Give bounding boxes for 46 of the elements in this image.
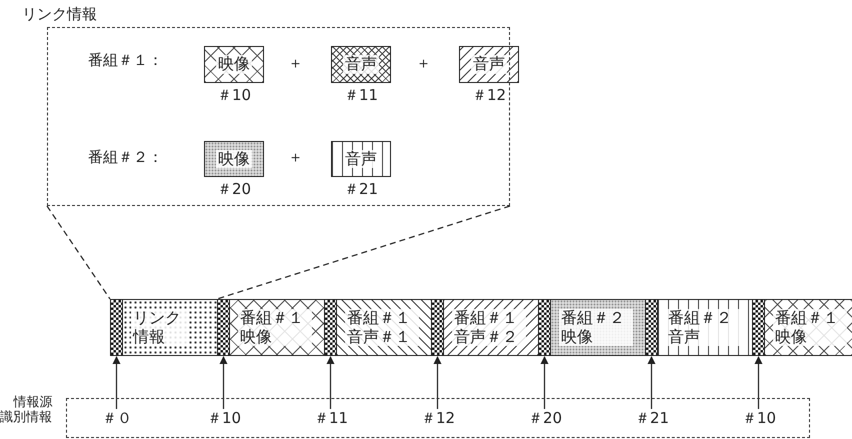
header-block	[217, 299, 230, 356]
stream-segment: 番組＃２音声	[658, 299, 752, 356]
header-block	[431, 299, 444, 356]
id-label: ＃21	[634, 409, 670, 429]
id-number: ＃10	[216, 86, 252, 105]
header-block	[538, 299, 551, 356]
content-box: 映像	[204, 141, 264, 177]
leader-line	[46, 206, 110, 300]
id-number: ＃20	[216, 180, 252, 199]
header-block	[752, 299, 765, 356]
id-number: ＃12	[470, 86, 508, 105]
plus-sign: ＋	[416, 54, 431, 73]
stream-segment: リンク情報	[123, 299, 217, 356]
stream-segment: 番組＃１映像	[230, 299, 324, 356]
stream-segment: 番組＃１映像	[765, 299, 852, 356]
arrow	[540, 356, 548, 409]
content-box: 音声	[331, 141, 391, 177]
id-label: ＃０	[99, 409, 135, 429]
id-label: ＃10	[741, 409, 777, 429]
id-number: ＃11	[342, 86, 380, 105]
arrow	[220, 356, 228, 409]
stream-segment: 番組＃１音声＃２	[444, 299, 538, 356]
id-label: ＃12	[420, 409, 456, 429]
id-label: ＃10	[206, 409, 242, 429]
arrow	[112, 356, 120, 409]
arrow	[754, 356, 762, 409]
header-block	[324, 299, 337, 356]
content-box: 音声	[331, 46, 391, 83]
plus-sign: ＋	[288, 148, 303, 167]
header-block	[645, 299, 658, 356]
program-label: 番組＃２：	[88, 148, 163, 167]
stream-segment: 番組＃１音声＃１	[337, 299, 431, 356]
arrow	[648, 356, 656, 409]
arrow	[326, 356, 334, 409]
leader-line	[216, 205, 510, 300]
id-label: ＃20	[527, 409, 563, 429]
plus-sign: ＋	[288, 54, 303, 73]
group-heading: 情報源識別情報	[0, 396, 54, 426]
content-box: 音声	[459, 46, 519, 83]
header-block	[110, 299, 123, 356]
content-box: 映像	[204, 46, 264, 83]
id-label: ＃11	[313, 409, 349, 429]
stream-segment: 番組＃２映像	[551, 299, 645, 356]
program-label: 番組＃１：	[88, 51, 163, 70]
id-number: ＃21	[342, 180, 380, 199]
arrow	[434, 356, 442, 409]
